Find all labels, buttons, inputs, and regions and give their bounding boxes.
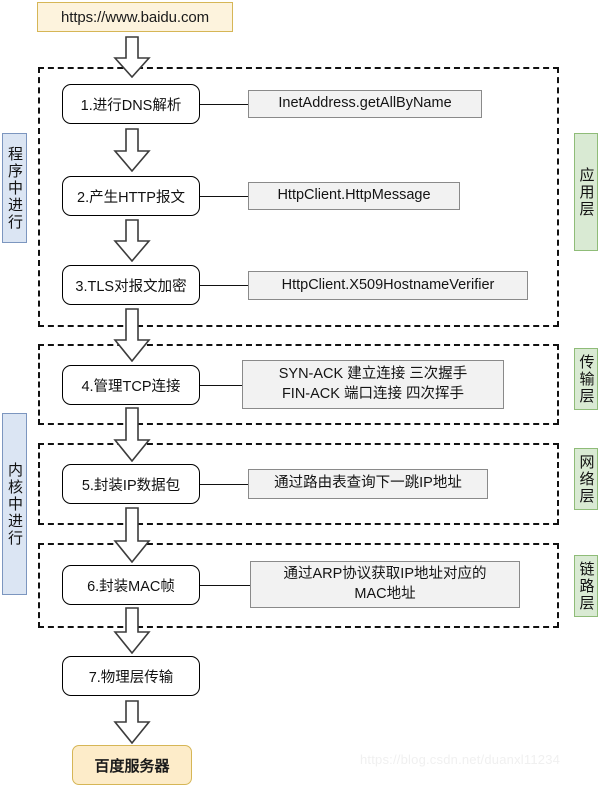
arrow-step6-to-step7 xyxy=(112,607,152,654)
side-label-transport-layer: 传输层 xyxy=(574,348,598,410)
step-box-4[interactable]: 4.管理TCP连接 xyxy=(62,365,200,405)
url-box[interactable]: https://www.baidu.com xyxy=(37,2,233,32)
side-label-kernel: 内核中进行 xyxy=(2,413,27,595)
note-box-6: 通过ARP协议获取IP地址对应的 MAC地址 xyxy=(250,561,520,608)
note-box-5: 通过路由表查询下一跳IP地址 xyxy=(248,469,488,499)
arrow-step4-to-step5 xyxy=(112,407,152,462)
arrow-step1-to-step2 xyxy=(112,128,152,172)
connector-step3-note3 xyxy=(200,285,248,286)
connector-step5-note5 xyxy=(200,484,248,485)
side-label-link-layer: 链路层 xyxy=(574,555,598,617)
side-label-application-layer: 应用层 xyxy=(574,133,598,251)
side-label-program: 程序中进行 xyxy=(2,133,27,243)
step-box-7[interactable]: 7.物理层传输 xyxy=(62,656,200,696)
step-box-5[interactable]: 5.封装IP数据包 xyxy=(62,464,200,504)
watermark: https://blog.csdn.net/duanxl11234 xyxy=(360,752,561,767)
step-box-1[interactable]: 1.进行DNS解析 xyxy=(62,84,200,124)
arrow-step2-to-step3 xyxy=(112,219,152,262)
connector-step6-note6 xyxy=(200,585,250,586)
step-box-2[interactable]: 2.产生HTTP报文 xyxy=(62,176,200,216)
server-box[interactable]: 百度服务器 xyxy=(72,745,192,785)
step-box-3[interactable]: 3.TLS对报文加密 xyxy=(62,265,200,305)
connector-step2-note2 xyxy=(200,196,248,197)
connector-step4-note4 xyxy=(200,385,242,386)
arrow-step7-to-server xyxy=(112,700,152,744)
step-box-6[interactable]: 6.封装MAC帧 xyxy=(62,565,200,605)
arrow-url-to-step1 xyxy=(112,36,152,78)
side-label-network-layer: 网络层 xyxy=(574,448,598,510)
arrow-step5-to-step6 xyxy=(112,507,152,563)
note-box-1: InetAddress.getAllByName xyxy=(248,90,482,118)
note-box-4: SYN-ACK 建立连接 三次握手 FIN-ACK 端口连接 四次挥手 xyxy=(242,360,504,409)
note-box-3: HttpClient.X509HostnameVerifier xyxy=(248,271,528,300)
note-box-2: HttpClient.HttpMessage xyxy=(248,182,460,210)
connector-step1-note1 xyxy=(200,104,248,105)
arrow-step3-to-step4 xyxy=(112,308,152,362)
